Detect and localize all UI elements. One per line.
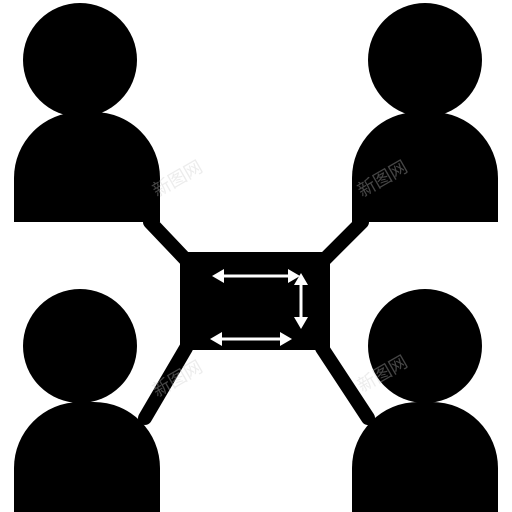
person-body <box>14 112 160 222</box>
arrow-horizontal-bottom-icon <box>210 332 292 346</box>
person-bottom-left-icon <box>14 289 160 512</box>
connector-bottom-left <box>138 341 193 425</box>
person-head <box>368 289 482 403</box>
person-body <box>352 112 498 222</box>
central-hub-icon <box>180 252 330 350</box>
person-head <box>23 3 137 117</box>
person-body <box>14 402 160 512</box>
arrow-horizontal-top-icon <box>212 269 300 283</box>
arrow-vertical-icon <box>294 273 308 329</box>
person-head <box>368 3 482 117</box>
person-top-right-icon <box>352 3 498 222</box>
person-bottom-right-icon <box>352 289 498 512</box>
hub-box <box>180 252 330 350</box>
person-body <box>352 402 498 512</box>
person-head <box>23 289 137 403</box>
person-top-left-icon <box>14 3 160 222</box>
connector-bottom-right <box>315 341 375 425</box>
